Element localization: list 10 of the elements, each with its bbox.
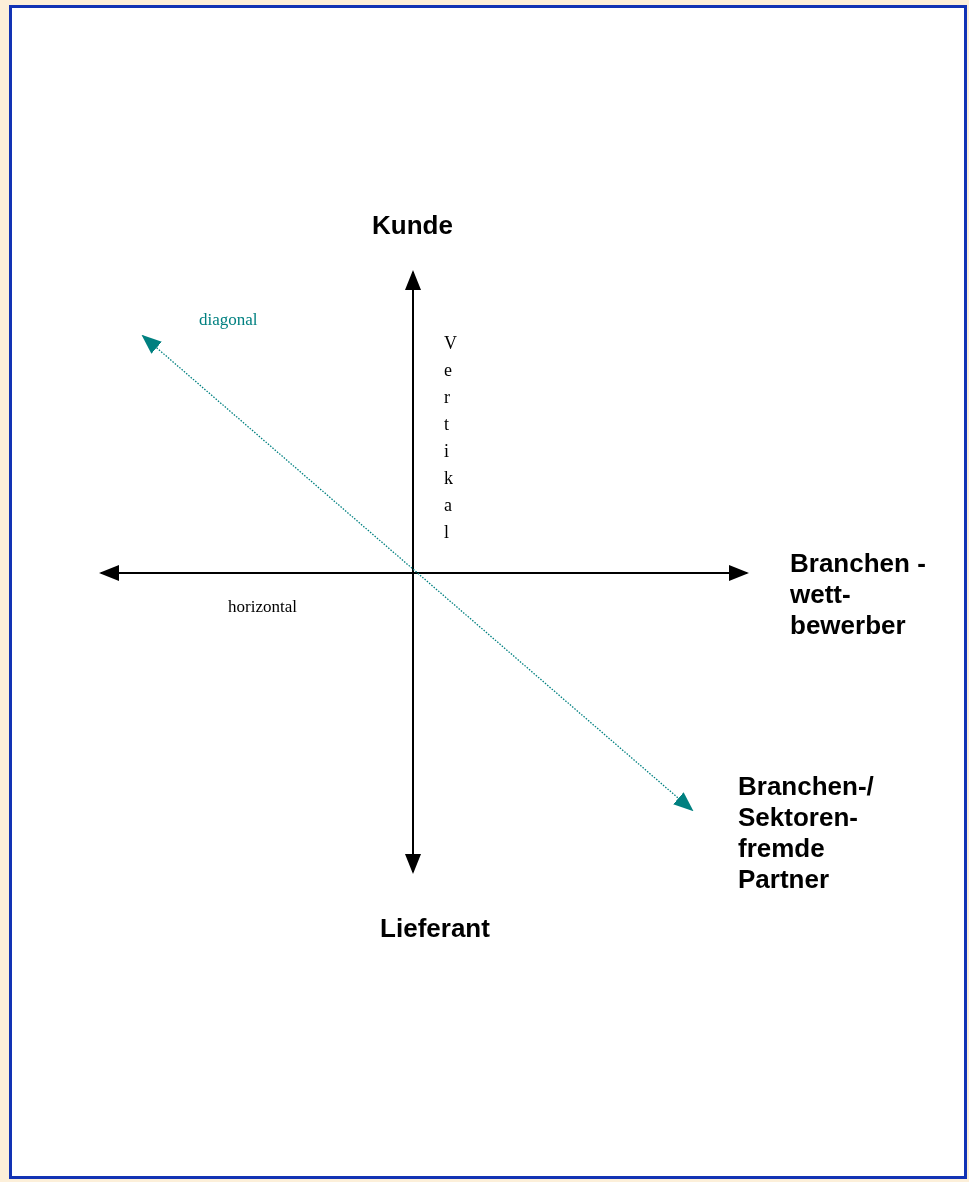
edge-label: horizontal: [228, 597, 297, 617]
arrow: [405, 270, 421, 874]
arrow: [141, 334, 694, 812]
node-label: Branchen -wett- bewerber: [790, 548, 927, 641]
edge-label: Vertikal: [444, 332, 475, 544]
arrow: [99, 565, 749, 581]
edge-label: diagonal: [199, 310, 258, 330]
node-label: Kunde: [371, 210, 454, 241]
node-label: Branchen-/ Sektoren- fremde Partner: [738, 771, 875, 895]
node-label: Lieferant: [379, 913, 491, 944]
